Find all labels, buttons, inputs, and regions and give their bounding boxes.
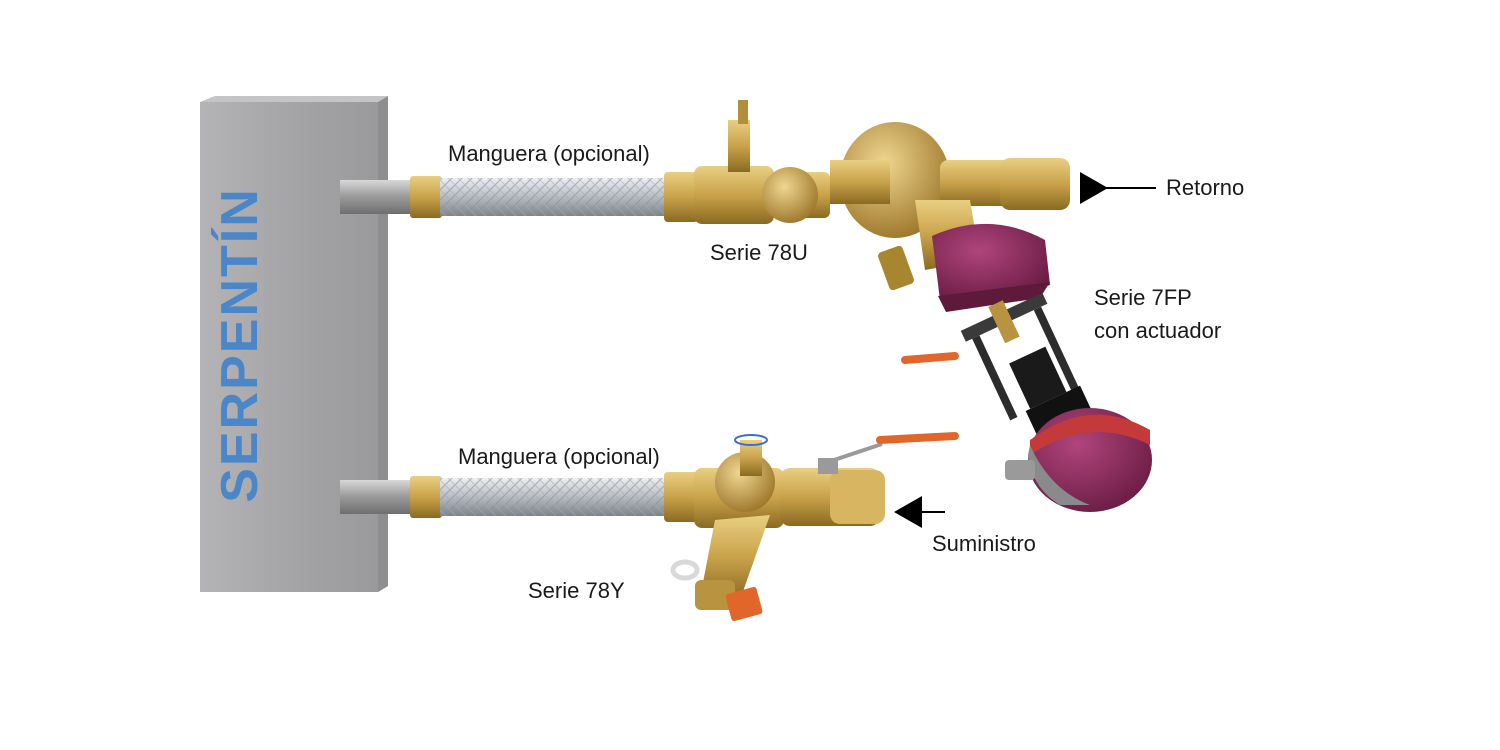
series-78y-label: Serie 78Y	[528, 578, 625, 603]
return-arrow	[1080, 172, 1156, 204]
handle-pieces	[876, 352, 959, 444]
valve-78u	[694, 100, 830, 224]
supply-label: Suministro	[932, 531, 1036, 556]
series-7fp-label-line1: Serie 7FP	[1094, 285, 1192, 310]
valve-7fp	[830, 122, 1152, 512]
series-7fp-label-line2: con actuador	[1094, 318, 1222, 343]
series-78u-label: Serie 78U	[710, 240, 808, 265]
return-label: Retorno	[1166, 175, 1245, 200]
hose-top-label: Manguera (opcional)	[448, 141, 650, 166]
top-hose-assembly	[340, 172, 698, 222]
supply-arrow	[894, 496, 945, 528]
valve-78y	[670, 434, 885, 621]
bottom-hose-assembly	[340, 472, 698, 522]
coil-label-text: SERPENTÍN	[211, 187, 269, 503]
hose-bottom-label: Manguera (opcional)	[458, 444, 660, 469]
